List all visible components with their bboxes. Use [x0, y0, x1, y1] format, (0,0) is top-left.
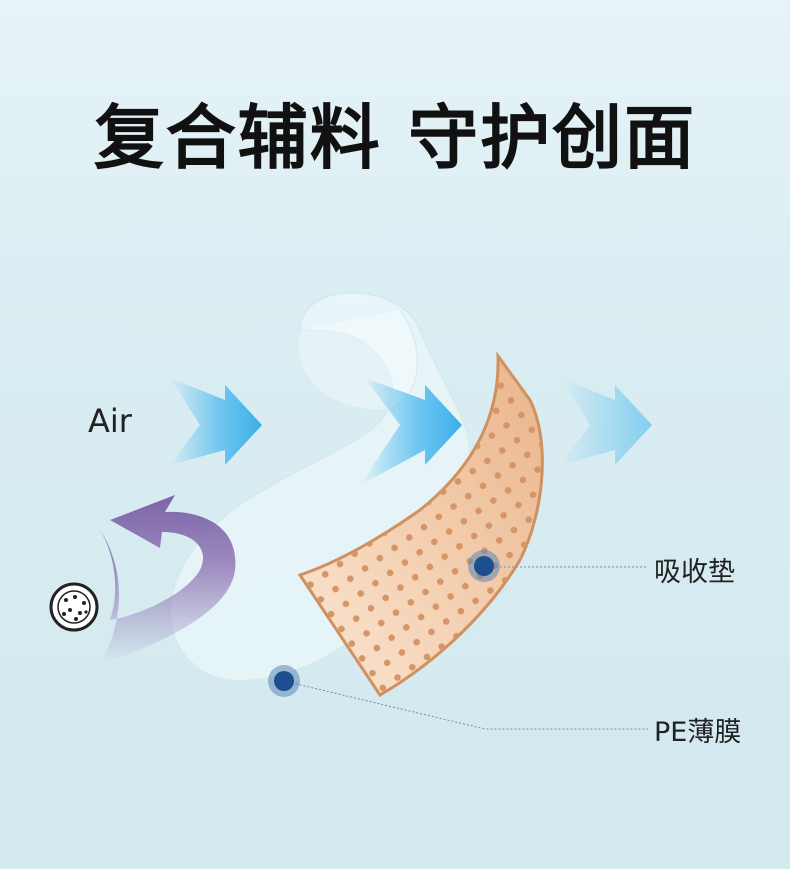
- marker-dot-icon: [268, 665, 300, 697]
- pe-film-label: PE薄膜: [654, 710, 741, 749]
- air-arrow-icon: [560, 378, 652, 465]
- bacteria-icon: [51, 584, 97, 630]
- air-arrow-icon: [170, 378, 262, 465]
- pe-leader-line: [284, 681, 648, 729]
- absorbent-pad-label: 吸收垫: [654, 550, 735, 589]
- air-label: Air: [88, 402, 132, 440]
- marker-dot-icon: [468, 550, 500, 582]
